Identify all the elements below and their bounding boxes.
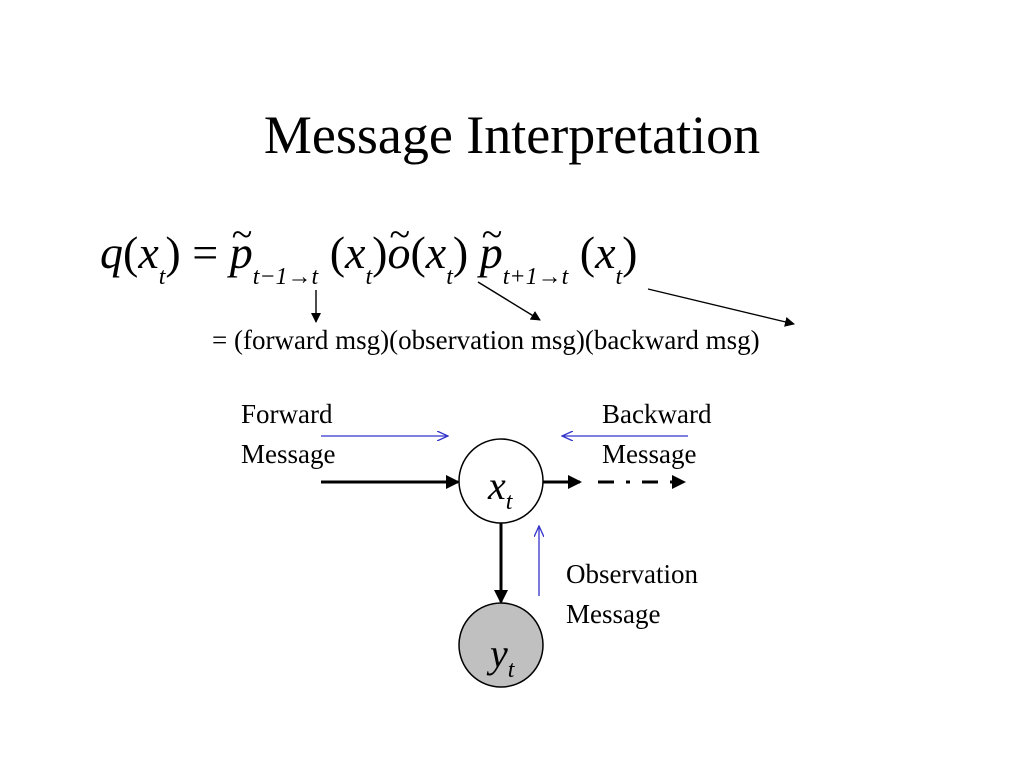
observation-label-line2: Message [566, 599, 661, 629]
eq-x2: x [345, 227, 366, 278]
slide-title: Message Interpretation [263, 105, 761, 165]
equation: q(xt) = pt−1→t (xt)o(xt) pt+1→t (xt) [100, 200, 638, 296]
node-x-symbol: x [488, 463, 506, 508]
eq-o: o [387, 200, 410, 288]
pointer-observation [477, 281, 541, 321]
node-x-sub: t [505, 489, 513, 515]
node-y-label: yt [490, 631, 515, 684]
eq-x4: x [595, 227, 616, 278]
node-x [458, 438, 544, 524]
observation-label-line1: Observation [566, 559, 698, 589]
eq-x1: x [138, 227, 159, 278]
backward-message-label: Backward Message [602, 394, 711, 474]
eq-x3: x [425, 227, 447, 278]
forward-label-line1: Forward [241, 399, 333, 429]
pointer-backward [647, 288, 795, 327]
eq-sub2: t [365, 264, 373, 290]
eq-sub-backward: t+1→t [502, 264, 569, 290]
node-y [458, 602, 544, 688]
eq-sub1: t [158, 264, 166, 290]
backward-label-line1: Backward [602, 399, 712, 429]
node-x-label: xt [488, 463, 513, 516]
forward-message-label: Forward Message [241, 394, 335, 474]
observation-message-label: Observation Message [566, 554, 698, 634]
backward-label-line2: Message [602, 439, 697, 469]
eq-p-backward: p [480, 200, 503, 288]
eq-sub3: t [446, 264, 453, 290]
eq-q: q [100, 227, 123, 278]
node-y-sub: t [507, 657, 515, 683]
node-y-symbol: y [490, 631, 508, 676]
equation-meaning: = (forward msg)(observation msg)(backwar… [212, 325, 760, 355]
eq-p-forward: p [230, 200, 253, 288]
forward-label-line2: Message [241, 439, 336, 469]
eq-sub4: t [615, 264, 623, 290]
eq-sub-forward: t−1→t [252, 264, 319, 290]
